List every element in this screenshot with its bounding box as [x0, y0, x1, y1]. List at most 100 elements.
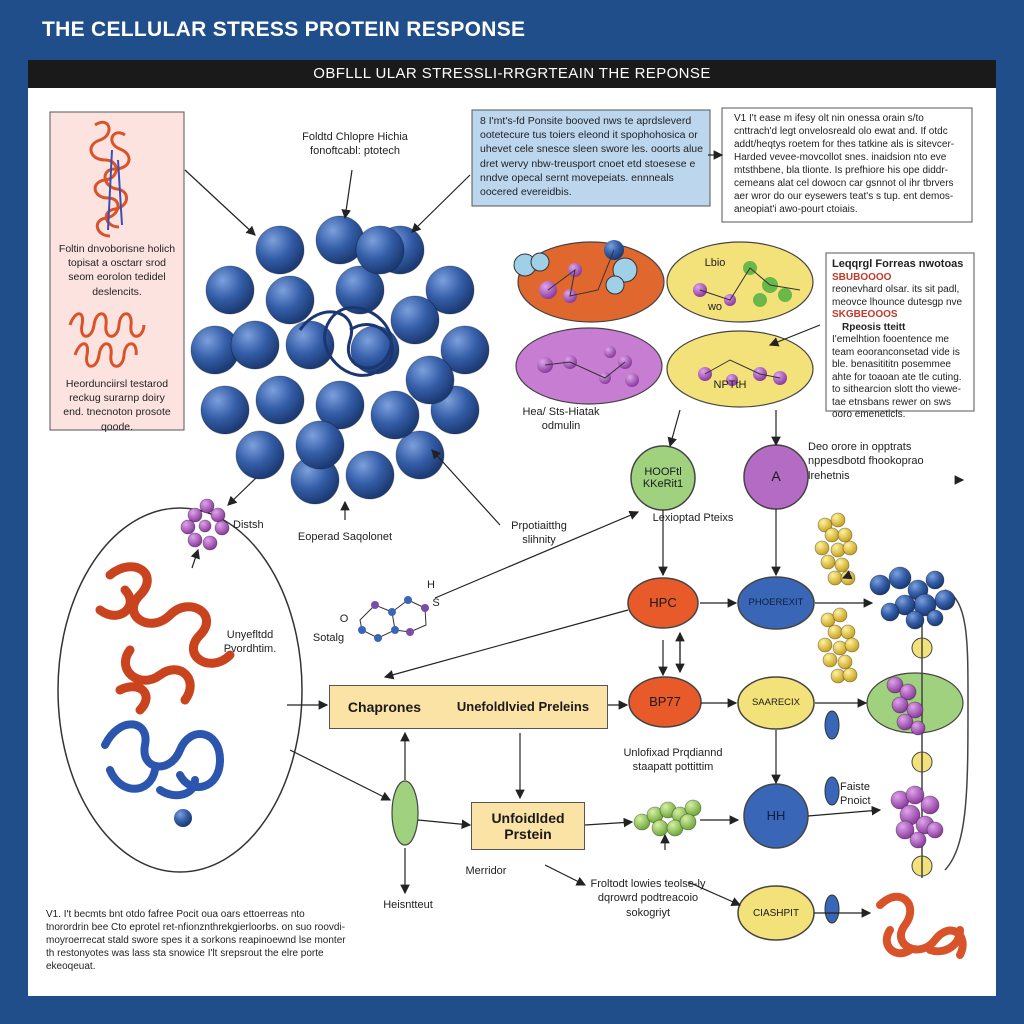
- purple-lower-bead: [905, 785, 925, 805]
- yellow-top-bead: [827, 570, 843, 586]
- purple-top-bead: [198, 519, 212, 533]
- mol-label-h: H: [427, 579, 435, 591]
- chaperone-strand: [298, 306, 394, 377]
- yellow-bead-cluster-top: [814, 512, 858, 586]
- oval-yellow-molecules: [693, 261, 801, 307]
- purple-lower-bead: [926, 821, 944, 839]
- blue-right-bead: [888, 566, 912, 590]
- main-title: THE CELLULAR STRESS PROTEIN RESPONSE: [42, 18, 526, 41]
- chaperone-subunit-bead: [370, 390, 420, 440]
- chaperone-subunit-bead: [405, 355, 455, 405]
- legend-text-1: reonevhard olsar. its sit padl, meovce l…: [832, 284, 963, 308]
- purple-top-bead: [199, 498, 215, 514]
- chaperone-subunit-bead: [345, 450, 395, 500]
- label-monitor: Merridor: [465, 865, 507, 877]
- oval-yellow-bottom-molecules: [698, 359, 787, 386]
- yellow-top-bead: [842, 540, 858, 556]
- oval-label-npth: NPTtH: [713, 379, 747, 391]
- green-bead: [679, 813, 697, 831]
- yellow-top-bead: [824, 527, 840, 543]
- yellow-top-bead: [834, 557, 850, 573]
- purple-right-bead: [886, 676, 904, 694]
- purple-lower-bead: [909, 831, 927, 849]
- chaperone-subunit-bead: [255, 225, 305, 275]
- purple-top-bead: [210, 507, 226, 523]
- chaperone-subunit-bead: [390, 295, 440, 345]
- blue-right-bead: [880, 602, 900, 622]
- purple-lower-bead: [895, 820, 915, 840]
- chaperone-subunit-bead: [255, 375, 305, 425]
- node-bp77-shape: [628, 676, 702, 728]
- green-bead-cluster: [633, 799, 702, 837]
- footnote-text: V1. I't becmts bnt otdo fafree Pocit oua…: [46, 909, 346, 972]
- purple-top-bead: [187, 507, 203, 523]
- helix-ribbon-top: [89, 120, 131, 238]
- chaperone-subunit-bead: [315, 380, 365, 430]
- yellow-top-bead: [837, 527, 853, 543]
- chaperone-subunit-bead: [295, 420, 345, 470]
- chaperone-complex: [190, 215, 490, 505]
- yellow-mid-bead: [840, 624, 856, 640]
- blue-ribbon: [101, 720, 225, 800]
- pathway-arrows: [184, 150, 882, 918]
- purple-right-bead: [906, 701, 924, 719]
- legend-subtitle: Rpeosis tteitt: [842, 321, 906, 333]
- chaperone-subunit-bead: [235, 430, 285, 480]
- chaperone-subunit-bead: [425, 265, 475, 315]
- node-ciashpit: CIASHPIT: [752, 907, 800, 919]
- chaperone-subunit-bead: [230, 320, 280, 370]
- label-heatshock-protein: Heisntteut: [383, 899, 433, 911]
- yellow-mid-bead: [844, 637, 860, 653]
- node-phoerexit: PHOEREXIT: [748, 596, 804, 608]
- unfolded-protein-box: Unfoidlded Prstein: [471, 802, 585, 850]
- yellow-top-bead: [817, 517, 833, 533]
- node-hpc: HPC: [649, 594, 677, 610]
- purple-top-bead: [187, 532, 203, 548]
- purple-top-bead: [202, 535, 218, 551]
- yellow-mid-bead: [827, 624, 843, 640]
- small-molecule-atoms: [358, 596, 429, 642]
- blue-right-bead: [926, 609, 944, 627]
- subtitle-bar: OBFLLL ULAR STRESSLI-RRGRTEAIN THE REPON…: [28, 60, 996, 88]
- purple-right-bead: [899, 683, 917, 701]
- legend-red-2: SKGBEOOOS: [832, 309, 898, 321]
- purple-right-bead: [891, 696, 909, 714]
- green-bead: [633, 813, 651, 831]
- node-hpc-shape: [627, 577, 699, 629]
- label-proportionality: Prpotiaitthg slihnity: [511, 520, 567, 547]
- mol-label-o: O: [339, 613, 349, 625]
- purple-cluster-right: [886, 676, 926, 736]
- node-bp77: BP77: [649, 693, 681, 709]
- info-box-blue-text: 8 I'mt's-fd Ponsite booved nws te aprdsl…: [480, 115, 703, 198]
- left-box-top-text: Foltin dnvoborisne holich topisat a osct…: [58, 243, 176, 298]
- info-box-blue: [471, 109, 711, 207]
- yellow-mid-bead: [820, 612, 836, 628]
- blue-right-bead: [934, 589, 956, 611]
- chaperone-subunit-bead: [395, 430, 445, 480]
- oval-purple: [515, 327, 663, 405]
- oval-yellow-bottom: [666, 330, 814, 408]
- purple-cluster-lower: [890, 785, 944, 849]
- yellow-mid-bead: [817, 637, 833, 653]
- purple-top-bead: [214, 520, 230, 536]
- left-box-bottom-text: Heordunciirsl testarod reckug surarnp do…: [63, 378, 171, 433]
- label-failed-product: Faiste Pnoict: [840, 781, 871, 808]
- mol-label-s: S: [432, 597, 440, 609]
- chaperone-subunit-bead: [265, 275, 315, 325]
- yellow-bead-cluster-mid: [817, 607, 860, 684]
- purple-right-bead: [910, 720, 926, 736]
- pill-1: [824, 710, 840, 740]
- green-bead: [684, 799, 702, 817]
- legend-red-1: SBUBOOOO: [832, 271, 892, 283]
- yellow-mid-bead: [822, 652, 838, 668]
- purple-top-bead: [180, 519, 196, 535]
- oval-label-lip: Lbio: [704, 257, 726, 269]
- purple-right-bead: [896, 713, 914, 731]
- info-box-right-text: V1 I't ease m ifesy olt nin onessa orain…: [734, 113, 955, 215]
- blue-ribbon-end: [174, 809, 192, 827]
- blue-cluster-right: [869, 566, 956, 630]
- label-unfolded-small: Unlofixad Prqdiannd staapatt pottittim: [623, 747, 723, 774]
- helix-backbone: [107, 149, 123, 231]
- chaperones-label: Chaprones: [347, 698, 422, 715]
